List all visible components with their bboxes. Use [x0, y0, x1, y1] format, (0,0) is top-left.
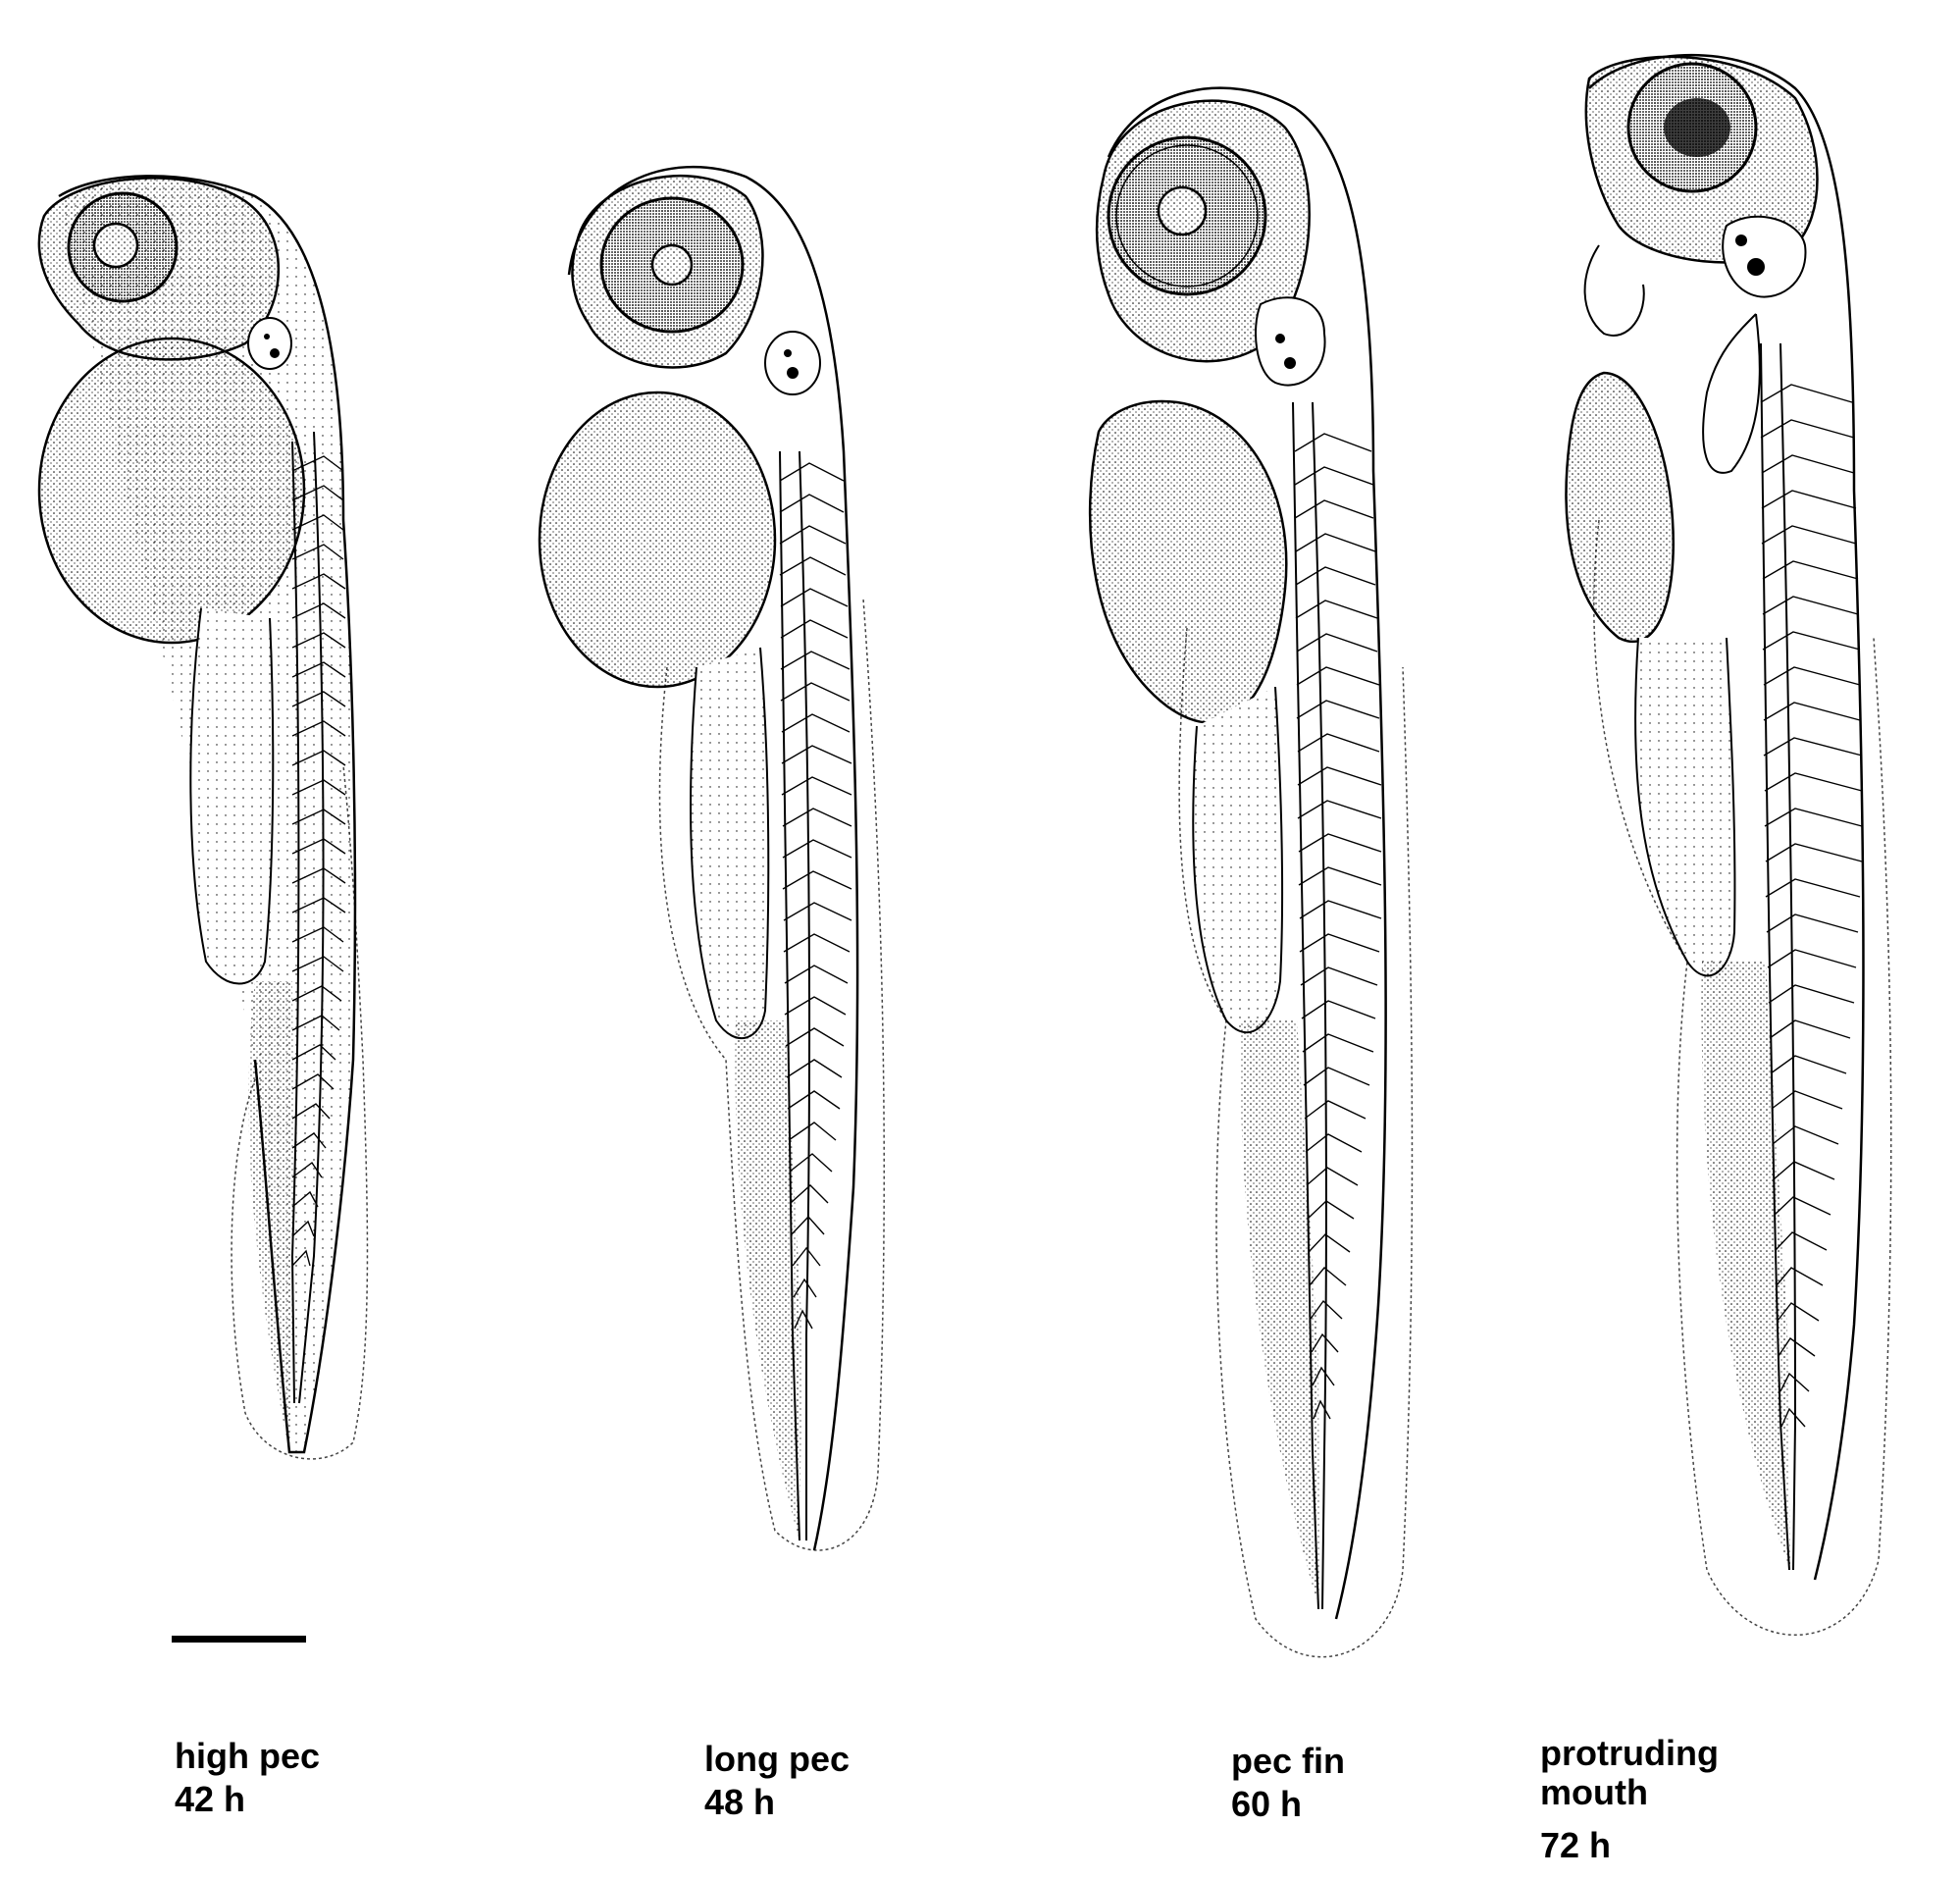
embryo-drawing-protruding-mouth	[1560, 49, 1952, 1658]
embryo-illustration	[1565, 54, 1892, 1636]
stage-time: 60 h	[1231, 1784, 1303, 1824]
embryo-drawing-long-pec	[538, 157, 981, 1570]
stage-name-line-1: protruding	[1540, 1733, 1719, 1773]
embryo-drawing-high-pec	[29, 175, 441, 1501]
stage-label-long-pec: long pec 48 h	[704, 1740, 850, 1822]
stage-time: 72 h	[1540, 1825, 1612, 1865]
stage-name: high pec	[175, 1736, 321, 1776]
stage-time: 42 h	[175, 1779, 246, 1819]
stage-label-high-pec: high pec 42 h	[175, 1737, 320, 1819]
embryo-illustration	[538, 165, 885, 1551]
stage-name-line-2: mouth	[1540, 1772, 1648, 1812]
scale-bar	[172, 1636, 306, 1643]
embryo-illustration	[1088, 86, 1414, 1658]
stage-label-protruding-mouth: protruding mouth 72 h	[1540, 1734, 1719, 1865]
stage-time: 48 h	[704, 1782, 776, 1822]
stage-name: pec fin	[1231, 1741, 1346, 1781]
stage-label-pec-fin: pec fin 60 h	[1231, 1742, 1345, 1824]
embryo-drawing-pec-fin	[1079, 78, 1511, 1678]
stage-name: long pec	[704, 1739, 851, 1779]
embryo-illustration	[37, 175, 369, 1460]
